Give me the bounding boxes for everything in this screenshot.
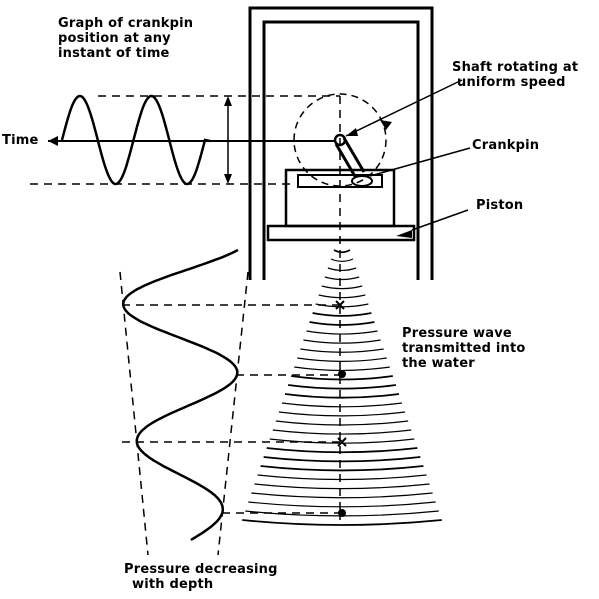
- depth-wave-curve: [121, 248, 239, 542]
- pressure-wave-line2: transmitted into: [402, 341, 526, 356]
- depth-reference-lines: [122, 304, 345, 514]
- wave-arc-5: [318, 294, 366, 299]
- wave-markers: [335, 300, 347, 517]
- time-label: Time: [2, 133, 39, 148]
- wave-arc-24: [260, 465, 424, 472]
- wave-arc-18: [278, 411, 406, 417]
- crankpin-leader: [369, 147, 471, 177]
- wave-arc-13: [294, 366, 390, 372]
- envelope-right: [217, 271, 249, 556]
- wave-arc-11: [300, 348, 384, 353]
- marker-dot-1: [338, 370, 346, 378]
- time-arrow-head: [48, 136, 58, 146]
- amplitude-arrow-up: [224, 96, 232, 106]
- wave-arc-3: [324, 276, 360, 281]
- wave-arc-4: [321, 285, 363, 290]
- pressure-wave-label: Pressure wave transmitted into the water: [402, 326, 526, 371]
- pressure-depth-label: Pressure decreasing with depth: [124, 562, 278, 592]
- wave-arc-15: [287, 384, 397, 390]
- piston-label: Piston: [476, 198, 524, 213]
- rotation-arrow: [380, 120, 392, 130]
- pressure-depth-line1: Pressure decreasing: [124, 562, 278, 577]
- piston-leader: [411, 209, 469, 231]
- graph-label-line1: Graph of crankpin: [58, 16, 194, 31]
- wave-arc-23: [263, 456, 421, 463]
- pressure-wave-line1: Pressure wave: [402, 326, 512, 341]
- shaft-leader: [345, 79, 463, 137]
- wave-arc-0: [333, 249, 351, 254]
- wave-arc-20: [272, 429, 412, 435]
- crankpin-icon: [351, 175, 373, 187]
- shaft-label-line2: uniform speed: [457, 75, 566, 90]
- wave-arc-2: [327, 267, 357, 272]
- wave-arc-14: [291, 375, 393, 381]
- piston-plate: [266, 224, 416, 242]
- crank-arm: [334, 137, 366, 179]
- marker-cross-2: [337, 437, 347, 447]
- wave-arc-12: [297, 357, 387, 362]
- wave-arc-22: [266, 447, 418, 454]
- wave-arc-16: [284, 393, 400, 399]
- wave-arc-19: [275, 420, 409, 426]
- housing-frame: [248, 6, 434, 280]
- graph-label-line2: position at any: [58, 31, 171, 46]
- wave-arc-8: [309, 321, 375, 326]
- wave-arc-9: [306, 330, 378, 335]
- pressure-depth-line2: with depth: [132, 577, 214, 592]
- crankpin-label: Crankpin: [472, 138, 540, 153]
- wave-arc-26: [254, 483, 430, 490]
- amplitude-arrow-down: [224, 174, 232, 184]
- wave-arc-25: [257, 474, 427, 481]
- wave-arc-30: [242, 519, 442, 526]
- pressure-wave-arcs: [242, 249, 442, 526]
- graph-label: Graph of crankpin position at any instan…: [58, 16, 193, 61]
- graph-label-line3: instant of time: [58, 46, 170, 61]
- wave-arc-7: [312, 312, 372, 317]
- shaft-label: Shaft rotating at uniform speed: [452, 60, 578, 90]
- shaft-label-line1: Shaft rotating at: [452, 60, 579, 75]
- wave-arc-27: [251, 492, 433, 499]
- wave-arc-28: [248, 501, 436, 508]
- wave-arc-1: [330, 258, 354, 262]
- shaft-leader-arrow: [346, 128, 358, 136]
- piston-mark: [396, 230, 412, 238]
- time-wave-curve: [60, 94, 211, 186]
- wave-arc-17: [281, 402, 403, 408]
- wave-arc-10: [303, 339, 381, 344]
- envelope-left: [119, 271, 149, 556]
- pressure-wave-line3: the water: [402, 356, 475, 371]
